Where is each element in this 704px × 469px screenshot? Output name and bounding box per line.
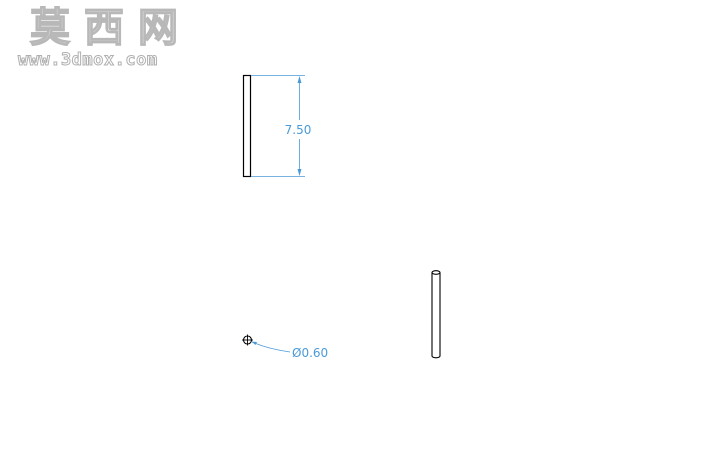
arrow-down-icon xyxy=(297,169,302,176)
diameter-value-label: Ø0.60 xyxy=(292,346,328,360)
length-dimension: 7.50 xyxy=(251,75,312,177)
length-value-label: 7.50 xyxy=(285,123,312,137)
isometric-view xyxy=(431,270,441,359)
arrow-up-icon xyxy=(297,76,302,83)
cylinder-top-ellipse xyxy=(431,270,441,275)
leader-arrow-icon xyxy=(251,341,257,345)
rod-side-outline xyxy=(242,74,252,178)
cylinder-bottom-arc xyxy=(431,355,441,359)
diameter-dimension: Ø0.60 xyxy=(251,341,328,360)
leader-line xyxy=(251,341,291,353)
top-view xyxy=(242,334,253,346)
watermark-logo: 莫西网 www.3dmox.com xyxy=(16,2,198,72)
watermark-url-text: www.3dmox.com xyxy=(18,50,158,71)
front-view xyxy=(242,74,252,178)
watermark-brand-text: 莫西网 xyxy=(29,3,192,51)
